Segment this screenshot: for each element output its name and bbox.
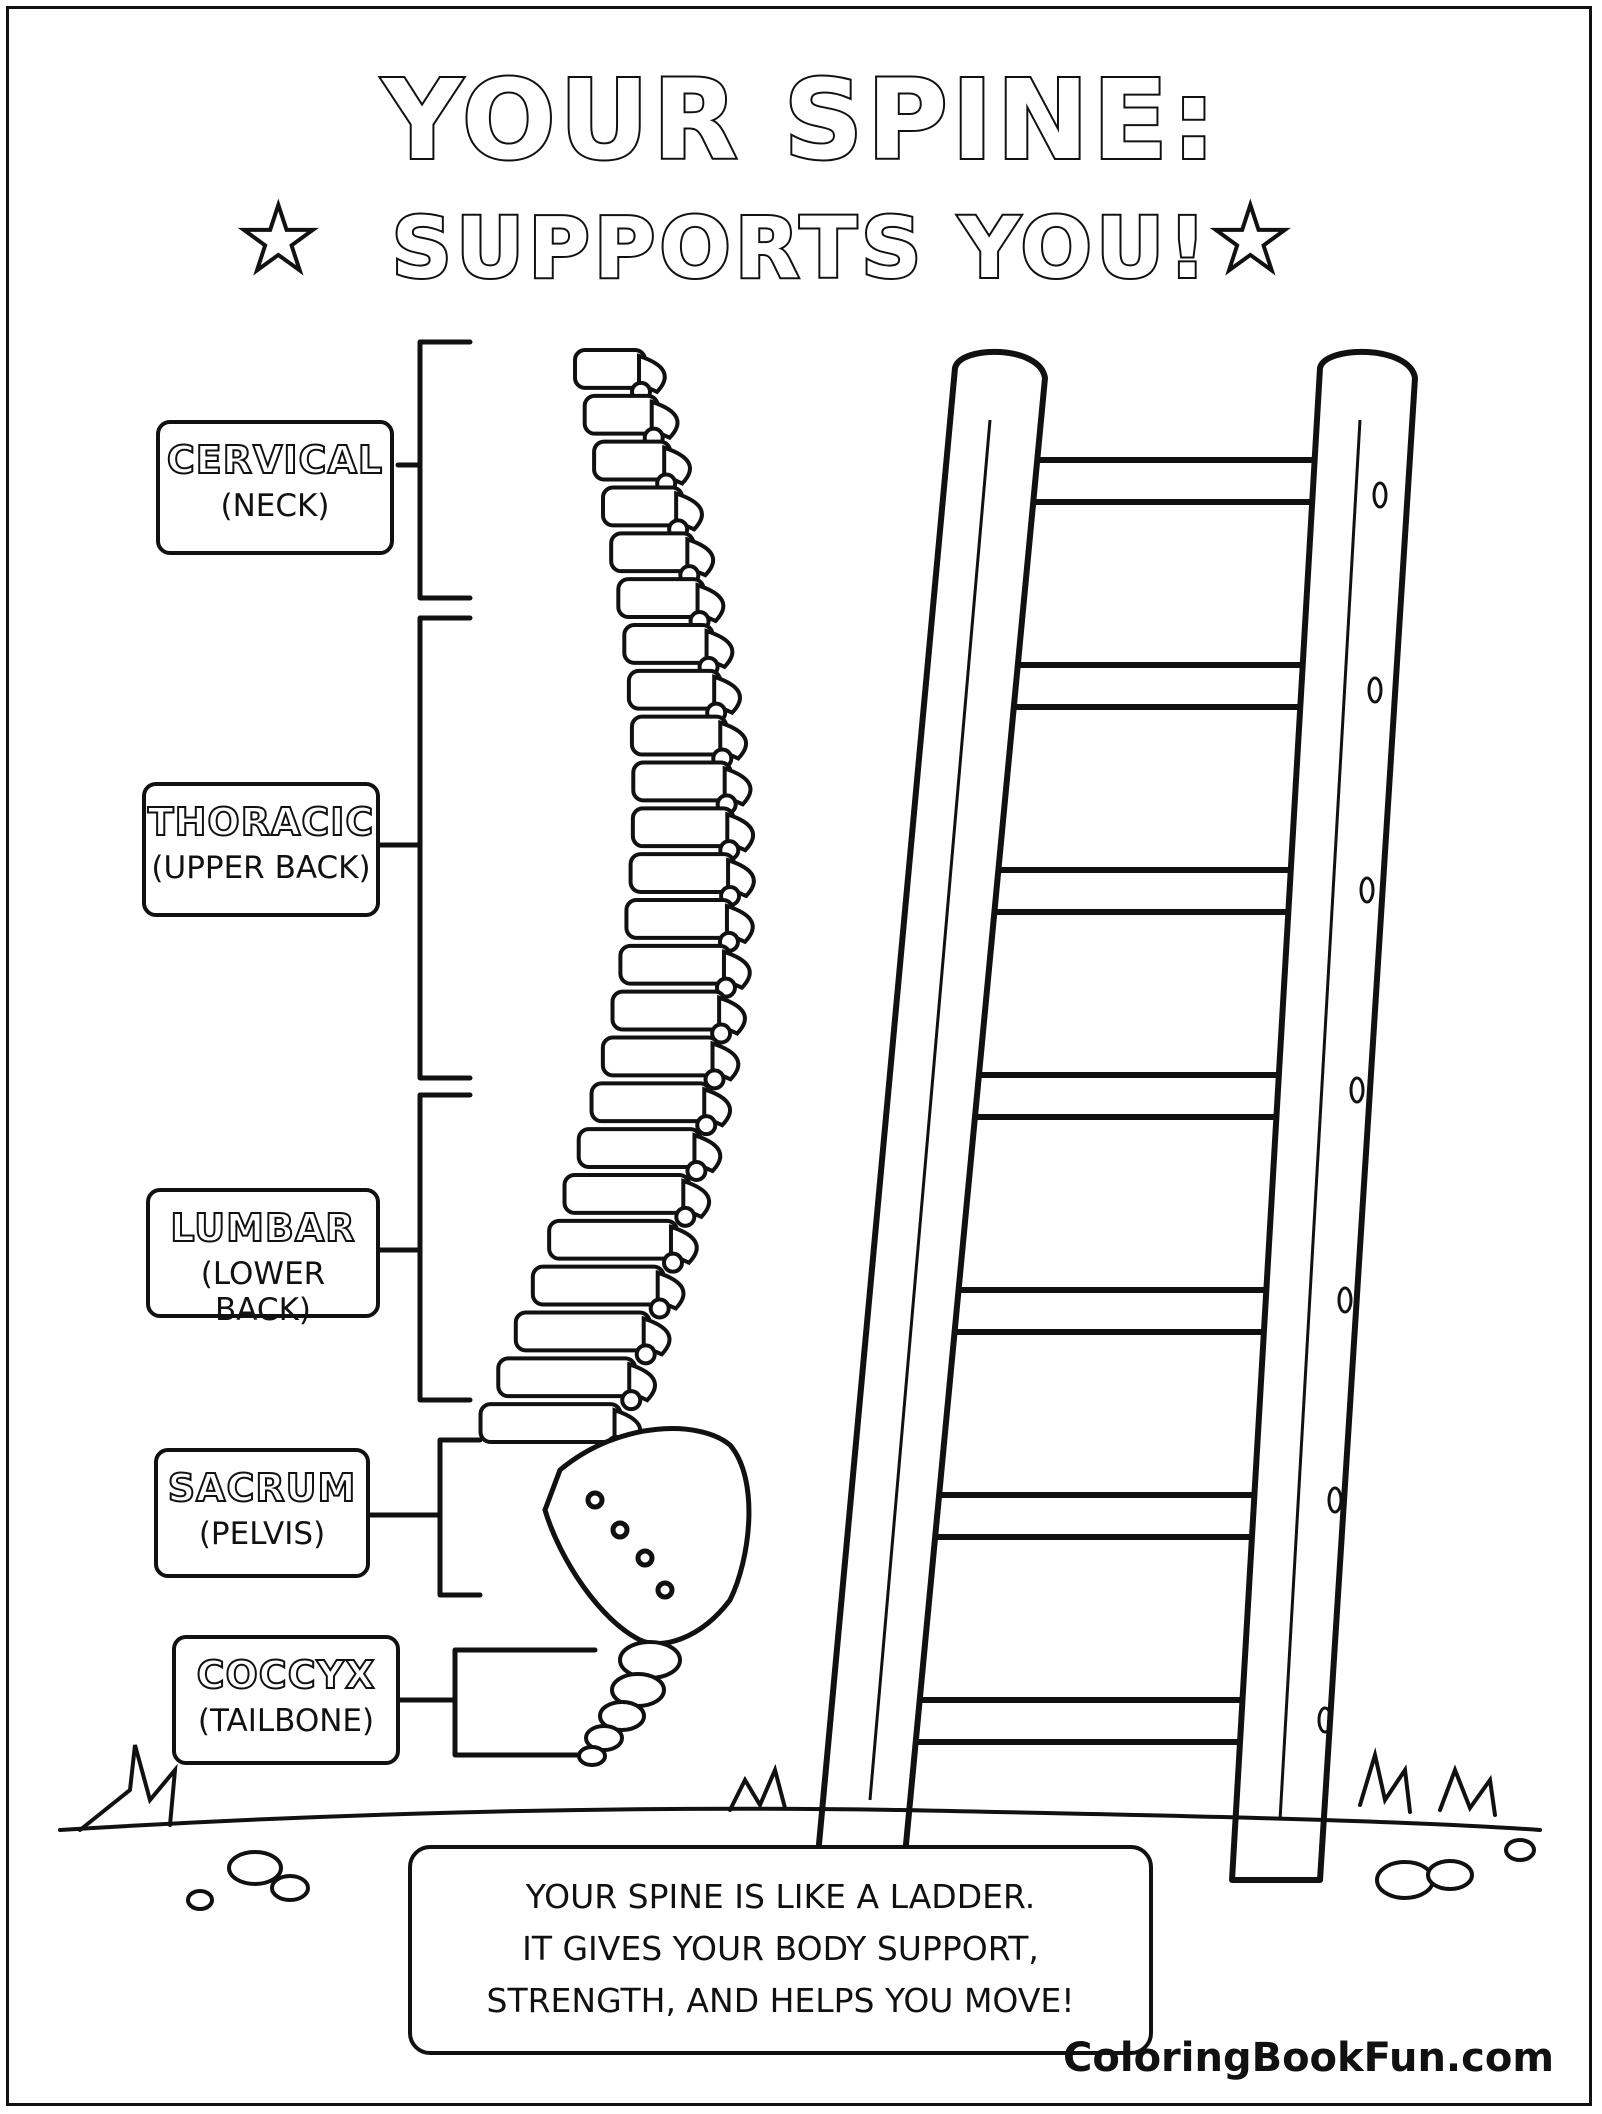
title-line-2: SUPPORTS YOU! (390, 198, 1211, 298)
vertebra (582, 393, 660, 436)
vertebra (589, 1081, 713, 1124)
label-cervical: CERVICAL (NECK) (156, 420, 394, 555)
vertebra-joint (710, 1022, 733, 1045)
label-coccyx: COCCYX (TAILBONE) (172, 1635, 400, 1765)
vertebra-joint (674, 1205, 697, 1228)
vertebra-joint (685, 1160, 708, 1182)
vertebra (562, 1173, 692, 1215)
label-thoracic: THORACIC (UPPER BACK) (142, 782, 380, 917)
coccyx-segments (577, 1640, 682, 1767)
vertebra (624, 898, 735, 940)
info-note-box: YOUR SPINE IS LIKE A LADDER. IT GIVES YO… (408, 1845, 1153, 2055)
title-line-1: YOUR SPINE: (380, 56, 1220, 184)
bracket-coccyx (452, 1647, 598, 1758)
vertebra (630, 806, 736, 849)
vertebra-joint (661, 1251, 684, 1274)
vertebra (513, 1310, 652, 1353)
vertebra-joint (695, 1114, 718, 1137)
vertebra (547, 1218, 679, 1261)
vertebra (626, 668, 723, 711)
vertebra (622, 623, 715, 665)
bracket-thoracic (417, 615, 473, 1081)
vertebra (609, 531, 696, 574)
vertebra-joint (648, 1297, 671, 1320)
ground-line (58, 1744, 1542, 1832)
ladder (815, 348, 1418, 1883)
vertebra-joint (634, 1343, 657, 1366)
bracket-cervical (417, 339, 473, 601)
vertebra (618, 943, 732, 986)
vertebra-joint (703, 1068, 726, 1091)
spine-vertebrae (478, 348, 756, 1457)
page-border (6, 6, 1592, 2106)
vertebra (629, 714, 729, 757)
vertebra (601, 485, 685, 528)
label-lumbar: LUMBAR (LOWER BACK) (146, 1188, 380, 1328)
vertebra (592, 439, 673, 482)
note-line-2: IT GIVES YOUR BODY SUPPORT, (522, 1929, 1039, 1968)
vertebra (530, 1264, 666, 1307)
sacrum-shape (542, 1426, 752, 1647)
brand-watermark: ColoringBookFun.com (1063, 2035, 1554, 2081)
star-right-icon: ★ (1208, 187, 1293, 292)
vertebra (573, 348, 647, 390)
vertebra (576, 1127, 703, 1169)
pebbles (186, 1838, 1536, 1911)
bracket-sacrum (437, 1437, 483, 1598)
note-line-1: YOUR SPINE IS LIKE A LADDER. (525, 1877, 1036, 1916)
ladder-right-rail (1229, 348, 1418, 1883)
vertebra (616, 577, 706, 620)
vertebra (631, 760, 733, 803)
vertebra-joint (620, 1389, 643, 1412)
vertebra (600, 1035, 721, 1078)
star-left-icon: ★ (236, 187, 321, 292)
vertebra (478, 1402, 623, 1444)
vertebra (496, 1356, 638, 1399)
vertebra (628, 852, 737, 895)
note-line-3: STRENGTH, AND HELPS YOU MOVE! (486, 1981, 1075, 2020)
bracket-lumbar (417, 1092, 473, 1403)
label-sacrum: SACRUM (PELVIS) (154, 1448, 370, 1578)
vertebra (610, 989, 728, 1032)
ladder-wood-grain (868, 419, 1388, 1821)
